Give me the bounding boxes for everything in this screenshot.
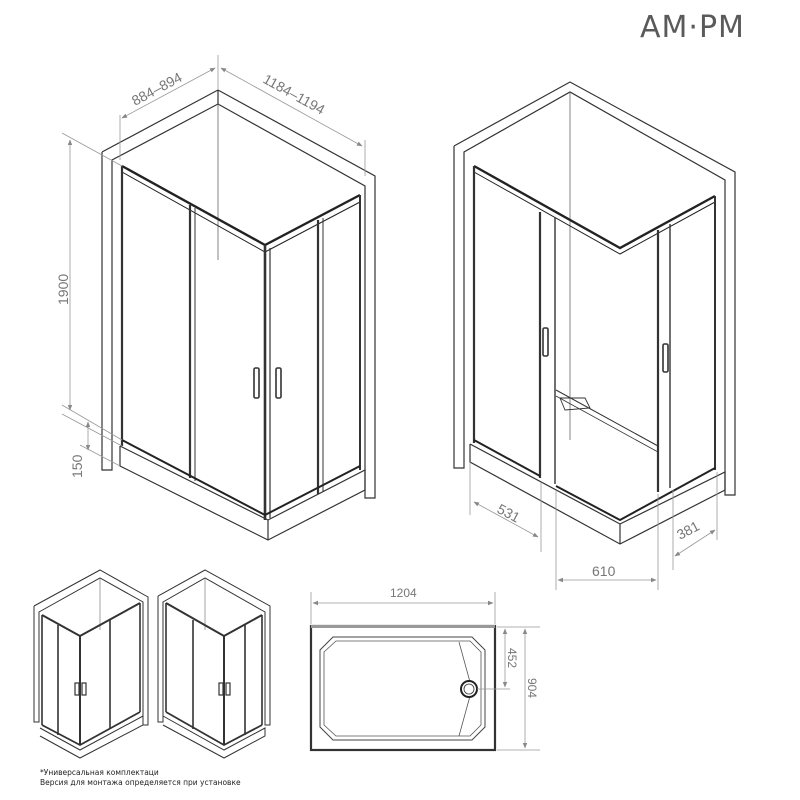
tray-plan (309, 624, 497, 752)
main-view-enclosure (101, 89, 376, 541)
footnote: *Универсальная комплектаци Версия для мо… (40, 768, 241, 788)
left-mount-variant (33, 569, 149, 759)
tray-plan-dimensions (310, 592, 540, 751)
drain-offset-dimension-label: 452 (505, 648, 519, 668)
brand-logo: AM·PM (640, 10, 745, 45)
open-view-enclosure (453, 81, 736, 545)
tray-length-dimension-label: 1204 (390, 586, 417, 600)
open-view-dimensions (469, 462, 718, 590)
length-dimension-label: 1184–1194 (261, 71, 328, 118)
footnote-line-2: Версия для монтажа определяется при уста… (40, 778, 241, 787)
main-view-dimensions (61, 55, 366, 467)
left-offset-dimension-label: 531 (495, 501, 523, 526)
tray-height-dimension-label: 150 (69, 454, 85, 478)
height-dimension-label: 1900 (55, 274, 71, 305)
right-offset-dimension-label: 381 (674, 517, 702, 542)
tray-width-dimension-label: 904 (525, 678, 539, 698)
entrance-width-dimension-label: 610 (592, 563, 616, 579)
right-mount-variant (157, 569, 271, 759)
footnote-line-1: *Универсальная комплектаци (40, 768, 159, 777)
